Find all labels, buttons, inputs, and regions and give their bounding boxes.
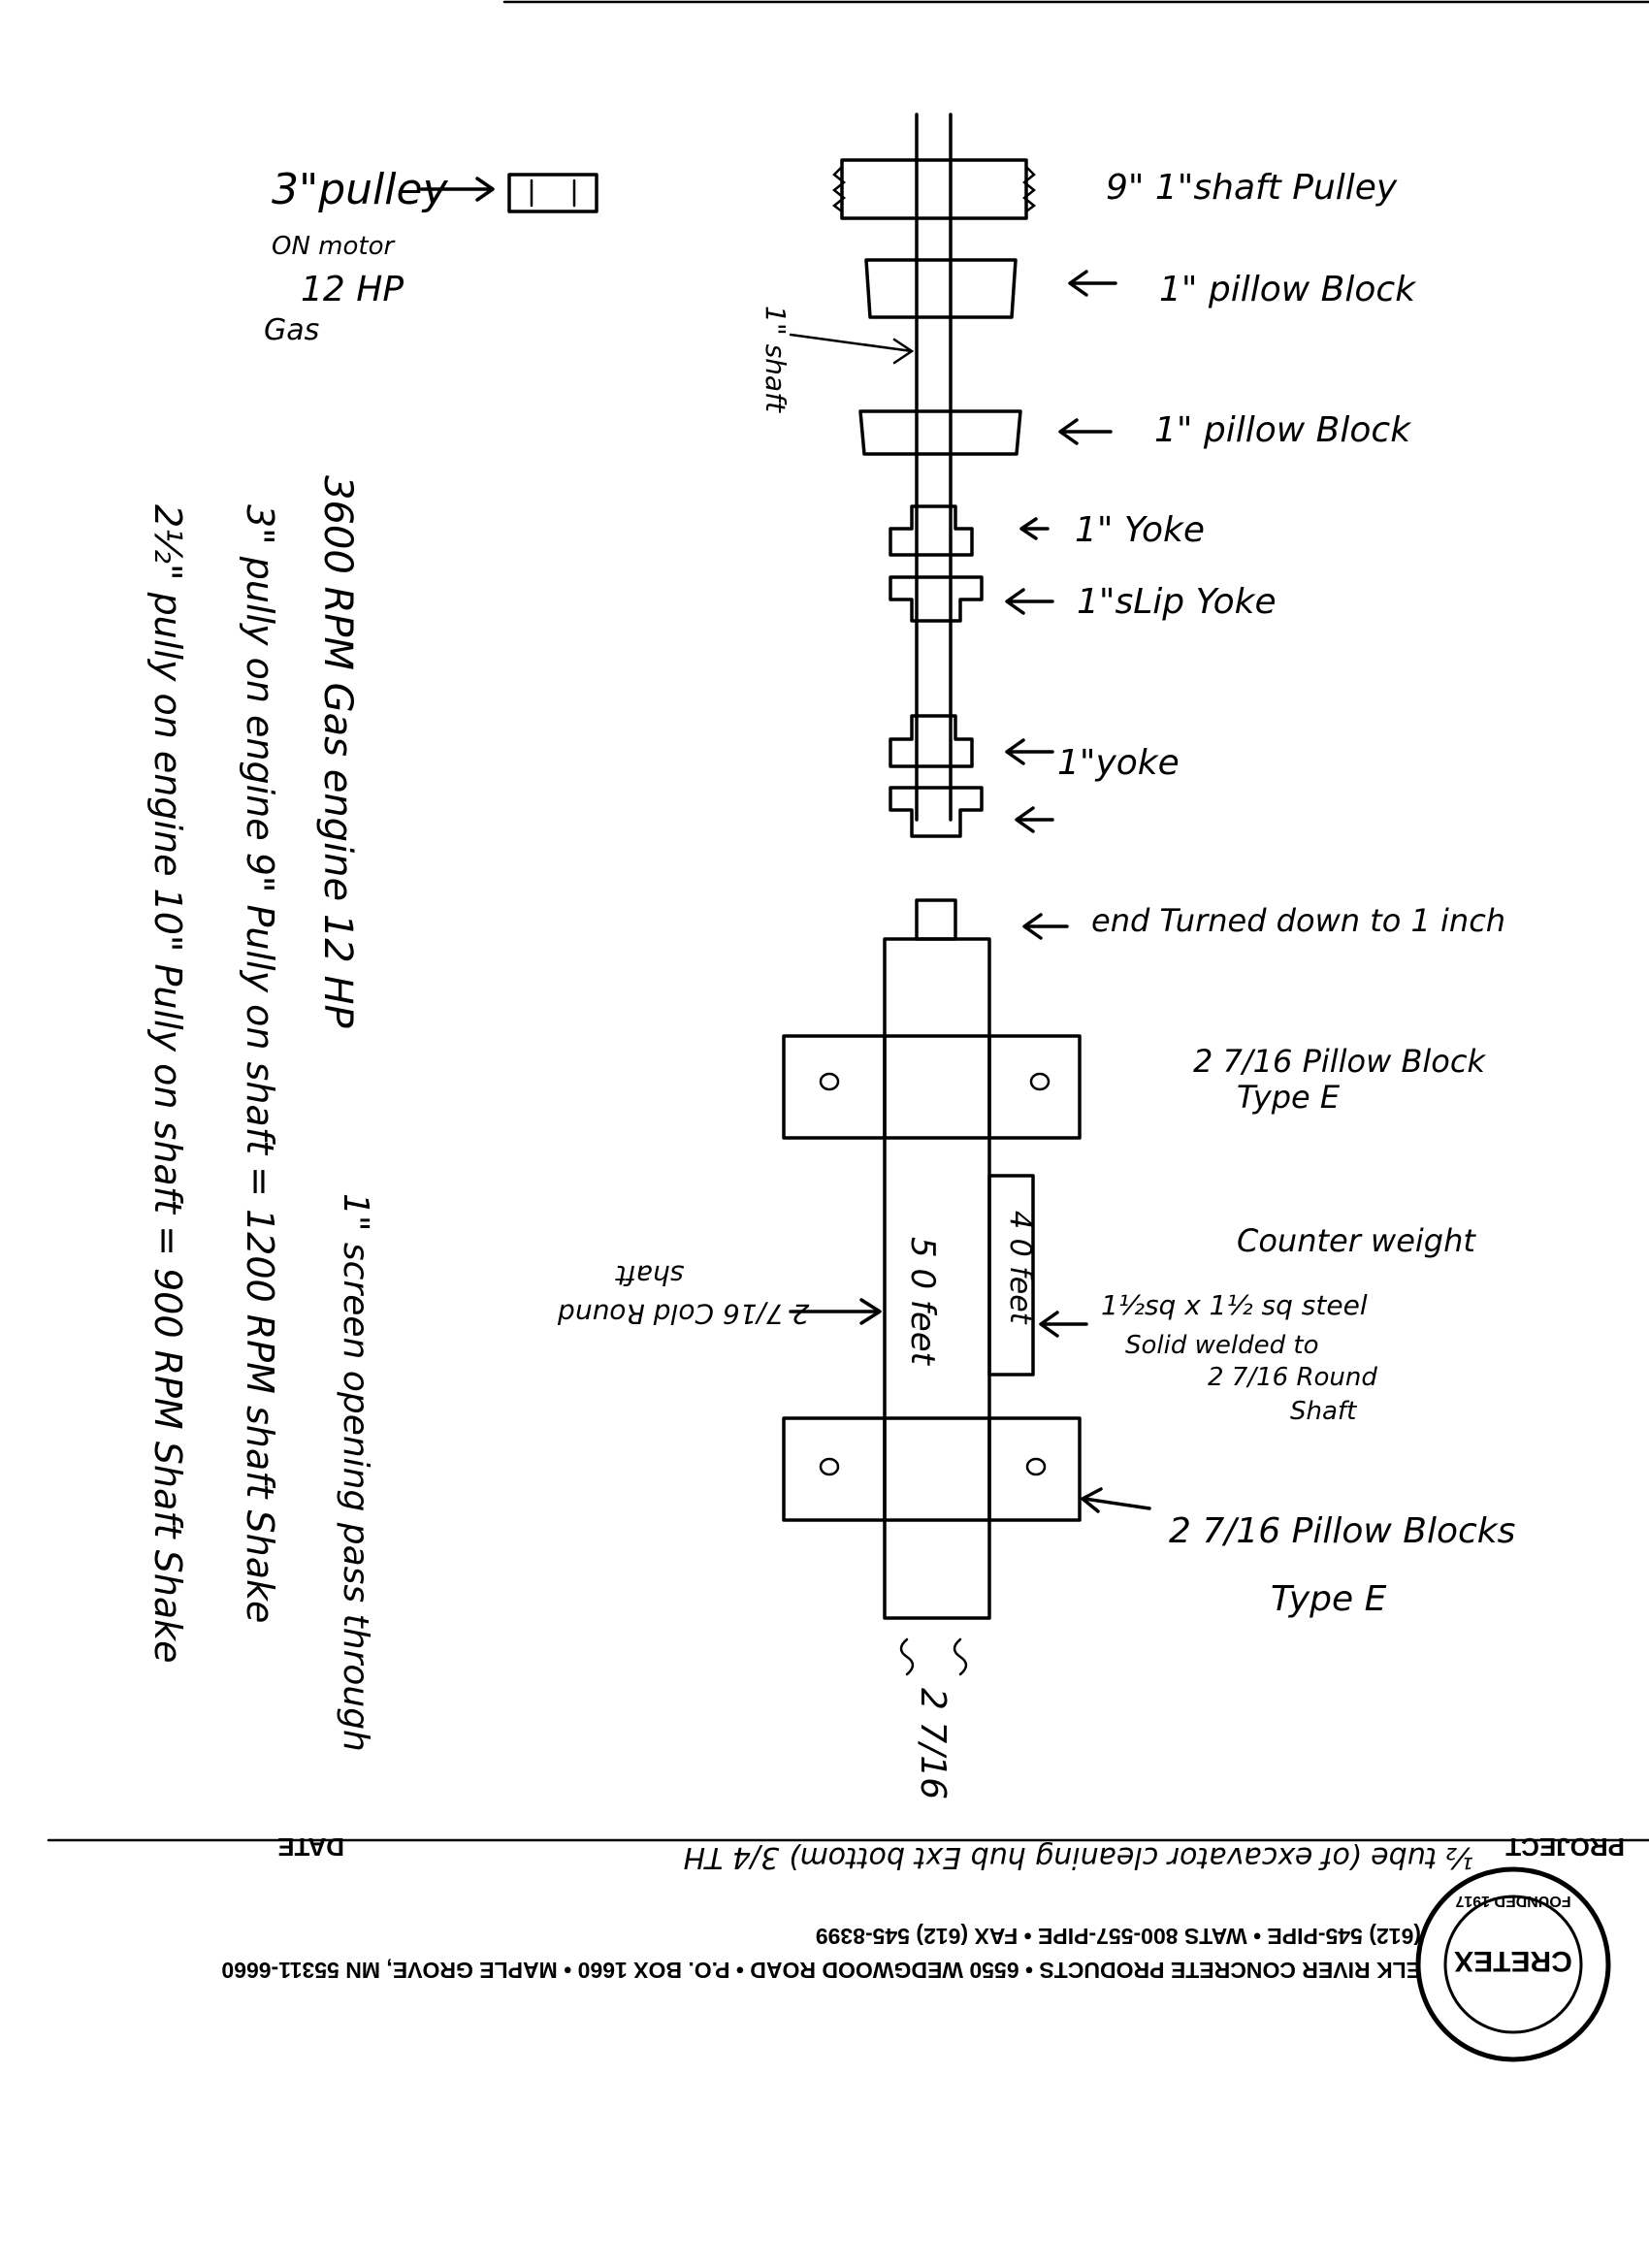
date-label: DATE: [277, 1832, 344, 1862]
arrow-icon: [789, 333, 915, 365]
pillow-block-2: [858, 409, 1022, 456]
project-label: PROJECT: [1505, 1832, 1625, 1862]
arrow-icon: [1005, 588, 1054, 615]
pillow-block-1-label: 1" pillow Block: [1159, 270, 1417, 309]
note-ratio-2: 2½" pully on engine 10" Pully on shaft =…: [146, 504, 189, 1664]
upper-shaft-assembly: [831, 113, 1037, 838]
logo-inner-ring: [1443, 1895, 1583, 2034]
big-pillow-block-bottom: [782, 1416, 1082, 1522]
shaft-length-label: 5 0 feet: [903, 1237, 942, 1367]
big-block-bot-label: 2 7/16 Pillow Blocks: [1169, 1511, 1515, 1551]
note-engine-rpm: 3600 RPM Gas engine 12 HP: [315, 475, 360, 1029]
motor-pulley-icon: [507, 173, 598, 213]
arrow-icon: [1039, 1311, 1088, 1338]
left-shaft-labels: 1" shaft 2 7/16 Cold Round shaft 2 7/16: [558, 306, 953, 1799]
title-block: PROJECT DATE ½ tube (of excavator cleani…: [47, 1832, 1649, 2062]
slip-yoke: [889, 575, 984, 623]
arrow-head-icon: [475, 177, 495, 202]
counter-weight-label: Counter weight: [1237, 1222, 1476, 1259]
bolt-hole: [819, 1072, 840, 1091]
motor-hp-label: 12 HP: [301, 270, 404, 309]
steel-label-1: 1½sq x 1½ sq steel: [1101, 1289, 1368, 1321]
arrow-icon: [1015, 806, 1054, 833]
logo-founded: FOUNDED 1917: [1455, 1893, 1570, 1909]
arrow-icon: [1058, 418, 1113, 445]
company-phone: (612) 545-PIPE • WATS 800-557-PIPE • FAX…: [816, 1924, 1421, 1949]
big-block-top-type: Type E: [1237, 1079, 1341, 1116]
arrow-icon: [1022, 913, 1069, 940]
cretex-logo: CRETEX FOUNDED 1917: [1415, 1866, 1611, 2062]
arrow-icon: [1005, 738, 1054, 765]
round-shaft-label: 2 7/16 Cold Round: [558, 1298, 810, 1330]
big-block-top-label: 2 7/16 Pillow Block: [1193, 1043, 1486, 1080]
pulley-groove-right: [1021, 165, 1037, 213]
motor-gas-label: Gas: [264, 313, 319, 347]
nine-inch-pulley: [840, 158, 1028, 220]
shaft-side-label: 1" shaft: [760, 306, 792, 413]
note-ratio-1: 3" pully on engine 9" Pully on shaft = 1…: [239, 504, 281, 1623]
steel-label-4: Shaft: [1290, 1397, 1357, 1426]
break-line-right: [953, 1637, 968, 1676]
slip-yoke-label: 1"sLip Yoke: [1077, 582, 1277, 622]
bottom-dimension-label: 2 7/16: [913, 1688, 953, 1799]
yoke-2-label: 1"yoke: [1057, 743, 1180, 783]
big-pillow-block-top: [782, 1034, 1082, 1140]
steel-label-3: 2 7/16 Round: [1208, 1363, 1377, 1392]
right-labels: 9" 1"shaft Pulley 1" pillow Block 1" pil…: [1005, 168, 1515, 1619]
arrow-icon: [1068, 270, 1117, 297]
company-address: ELK RIVER CONCRETE PRODUCTS • 6550 WEDGW…: [221, 1958, 1421, 1983]
bolt-hole: [1029, 1072, 1051, 1091]
yoke-1: [889, 504, 974, 557]
round-shaft-label-2: shaft: [615, 1259, 684, 1291]
steel-label-2: Solid welded to: [1125, 1331, 1318, 1360]
lower-shaft-assembly: 5 0 feet 4 0 feet: [782, 898, 1082, 1676]
end-turned-label: end Turned down to 1 inch: [1091, 902, 1505, 939]
motor-pulley-label: 3"pulley: [272, 165, 449, 214]
arrow-icon: [789, 1298, 882, 1325]
pulley-groove-left: [831, 165, 847, 213]
arrow-icon: [1081, 1487, 1151, 1513]
on-motor-label: ON motor: [272, 232, 397, 261]
arrow-icon: [1019, 517, 1050, 540]
note-screen-opening: 1" screen opening pass through: [336, 1193, 375, 1752]
bolt-hole: [819, 1457, 840, 1476]
pillow-block-2-label: 1" pillow Block: [1154, 410, 1412, 450]
counter-weight-bar: [987, 1174, 1035, 1377]
pillow-block-1: [864, 258, 1018, 319]
yoke-2: [889, 714, 974, 768]
break-line-left: [899, 1637, 915, 1676]
bolt-hole: [1025, 1457, 1047, 1476]
yoke-3: [889, 786, 984, 838]
rpm-notes: 3600 RPM Gas engine 12 HP 3" pully on en…: [146, 475, 375, 1752]
weight-length-label: 4 0 feet: [1003, 1211, 1037, 1325]
motor-pulley: 3"pulley ON motor 12 HP Gas: [264, 165, 598, 347]
shaft-pulley-label: 9" 1"shaft Pulley: [1106, 168, 1398, 208]
logo-text: CRETEX: [1454, 1945, 1572, 1977]
handwritten-project: ½ tube (of excavator cleaning hub Ext bo…: [684, 1840, 1474, 1874]
logo-outer-ring: [1415, 1866, 1611, 2062]
big-block-bot-type: Type E: [1271, 1579, 1387, 1619]
yoke-1-label: 1" Yoke: [1075, 510, 1205, 550]
turned-down-end: [915, 898, 957, 941]
